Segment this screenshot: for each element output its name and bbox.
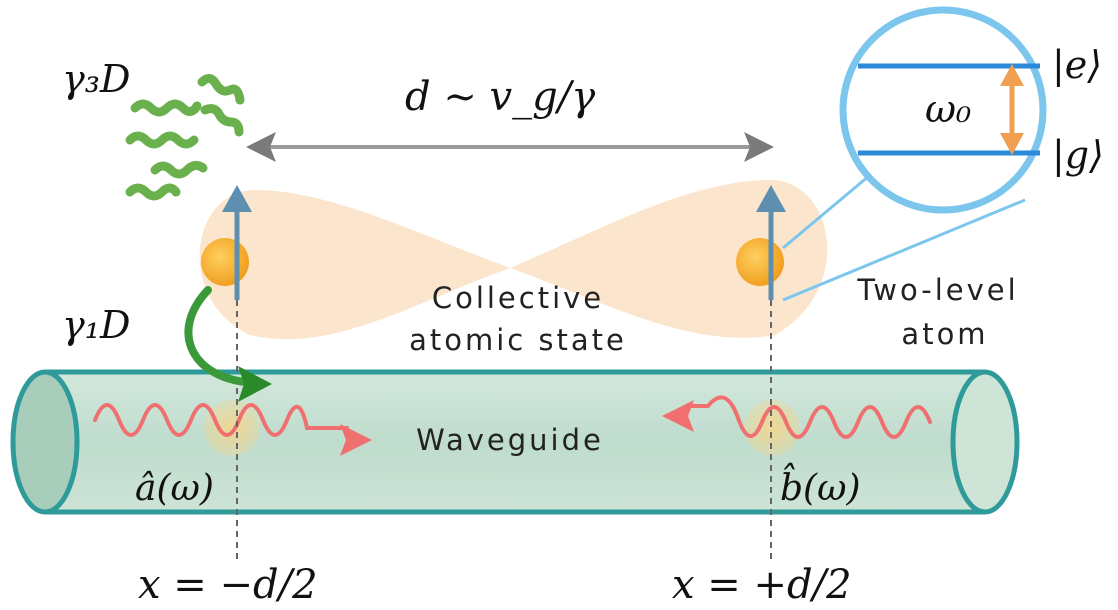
emission-squiggle-icon [125,74,245,201]
gamma-3d-label: γ₃D [62,57,130,101]
mode-a-label: â(ω) [135,468,214,509]
coupling-arrow-icon [184,286,272,402]
twolevel-label-line2: atom [901,317,988,351]
collective-label-line1: Collective [432,281,604,315]
wavy-photon-icon [93,395,932,456]
waveguide-tube [10,369,1020,515]
twolevel-label-line1: Two-level [856,273,1018,307]
atom-reflection-left [204,400,260,456]
atom-left [201,238,249,286]
excited-level-label: |e⟩ [1052,43,1102,87]
inset-level-diagram [839,6,1047,214]
inset-connector [782,163,1026,302]
atom-reflection-right [744,400,800,456]
position-right-label: x = +d/2 [672,562,852,608]
omega0-label: ω₀ [925,87,971,131]
waveguide-label: Waveguide [416,423,604,457]
dipole-arrow-icon [222,185,786,300]
collective-state-lobes [199,180,828,340]
collective-label-line2: atomic state [409,323,627,357]
distance-label: d ∼ v_g/γ [405,74,595,120]
atom-right [736,238,784,286]
position-left-label: x = −d/2 [138,562,318,608]
distance-arrow-icon [246,132,774,162]
ground-level-label: |g⟩ [1052,133,1104,177]
mode-b-label: b̂(ω) [780,463,861,509]
gamma-1d-label: γ₁D [62,303,130,347]
